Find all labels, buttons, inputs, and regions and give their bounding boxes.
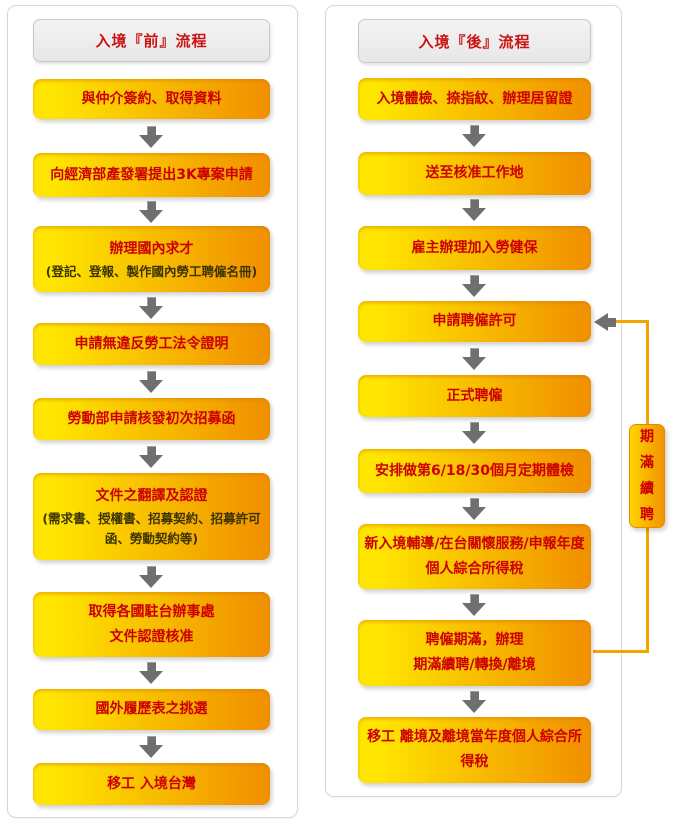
flow-step: 與仲介簽約、取得資料 (33, 79, 270, 119)
flow-step: 入境體檢、捺指紋、辦理居留證 (358, 78, 591, 120)
flow-step: 聘僱期滿，辦理 期滿續聘/轉換/離境 (358, 620, 591, 686)
flow-step: 正式聘僱 (358, 375, 591, 417)
connector-line-top (613, 320, 649, 323)
step-title: 安排做第6/18/30個月定期體檢 (375, 462, 574, 479)
down-arrow-icon (139, 371, 163, 393)
down-arrow-icon (462, 422, 486, 444)
flow-step: 移工 離境及離境當年度個人綜合所得稅 (358, 717, 591, 783)
step-title: 移工 離境及離境當年度個人綜合所得稅 (367, 729, 582, 770)
flow-step: 國外履歷表之挑選 (33, 689, 270, 730)
step-title: 文件之翻譯及認證 (95, 488, 208, 504)
flow-step: 取得各國駐台辦事處 文件認證核准 (33, 592, 270, 657)
step-title: 送至核准工作地 (425, 165, 524, 181)
connector-line-bottom (593, 650, 649, 653)
renewal-label: 期滿續聘 (629, 424, 665, 528)
step-title: 勞動部申請核發初次招募函 (67, 410, 236, 427)
flow-step: 申請無違反勞工法令證明 (33, 323, 270, 365)
step-title: 國外履歷表之挑選 (95, 701, 208, 717)
down-arrow-icon (462, 691, 486, 713)
down-arrow-icon (462, 125, 486, 147)
down-arrow-icon (139, 201, 163, 223)
flow-step: 文件之翻譯及認證 (需求書、授權書、招募契約、招募許可函、勞動契約等) (33, 473, 270, 560)
step-title: 辦理國內求才 (109, 240, 194, 257)
flow-step: 新入境輔導/在台關懷服務/申報年度個人綜合所得稅 (358, 524, 591, 589)
step-title: 向經濟部產發署提出3K專案申請 (50, 166, 253, 183)
down-arrow-icon (139, 446, 163, 468)
step-title: 聘僱期滿，辦理 期滿續聘/轉換/離境 (413, 632, 536, 673)
down-arrow-icon (462, 498, 486, 520)
post-entry-header: 入境『後』流程 (358, 19, 591, 63)
flow-step: 辦理國內求才 (登記、登報、製作國內勞工聘僱名冊) (33, 226, 270, 292)
pre-entry-header: 入境『前』流程 (33, 19, 270, 62)
down-arrow-icon (139, 662, 163, 684)
step-title: 新入境輔導/在台關懷服務/申報年度個人綜合所得稅 (364, 535, 585, 577)
flow-step: 申請聘僱許可 (358, 301, 591, 342)
flow-step: 安排做第6/18/30個月定期體檢 (358, 449, 591, 493)
down-arrow-icon (462, 348, 486, 370)
flow-step: 雇主辦理加入勞健保 (358, 226, 591, 270)
step-title: 入境體檢、捺指紋、辦理居留證 (376, 90, 573, 107)
step-title: 申請聘僱許可 (432, 313, 517, 329)
step-title: 取得各國駐台辦事處 文件認證核准 (88, 603, 215, 645)
down-arrow-icon (139, 126, 163, 148)
down-arrow-icon (462, 594, 486, 616)
step-title: 移工 入境台灣 (107, 775, 196, 792)
step-title: 申請無違反勞工法令證明 (74, 335, 229, 352)
step-subtitle: (登記、登報、製作國內勞工聘僱名冊) (45, 263, 258, 279)
flow-step: 勞動部申請核發初次招募函 (33, 398, 270, 440)
down-arrow-icon (139, 297, 163, 319)
down-arrow-icon (462, 199, 486, 221)
down-arrow-icon (139, 566, 163, 588)
step-title: 雇主辦理加入勞健保 (411, 239, 538, 256)
flow-step: 移工 入境台灣 (33, 763, 270, 805)
step-subtitle: (需求書、授權書、招募契約、招募許可函、勞動契約等) (42, 511, 261, 546)
step-title: 與仲介簽約、取得資料 (81, 90, 222, 107)
left-arrow-icon (594, 313, 616, 331)
down-arrow-icon (139, 736, 163, 758)
flow-step: 送至核准工作地 (358, 152, 591, 195)
step-title: 正式聘僱 (446, 387, 503, 404)
flow-step: 向經濟部產發署提出3K專案申請 (33, 153, 270, 197)
down-arrow-icon (462, 275, 486, 297)
